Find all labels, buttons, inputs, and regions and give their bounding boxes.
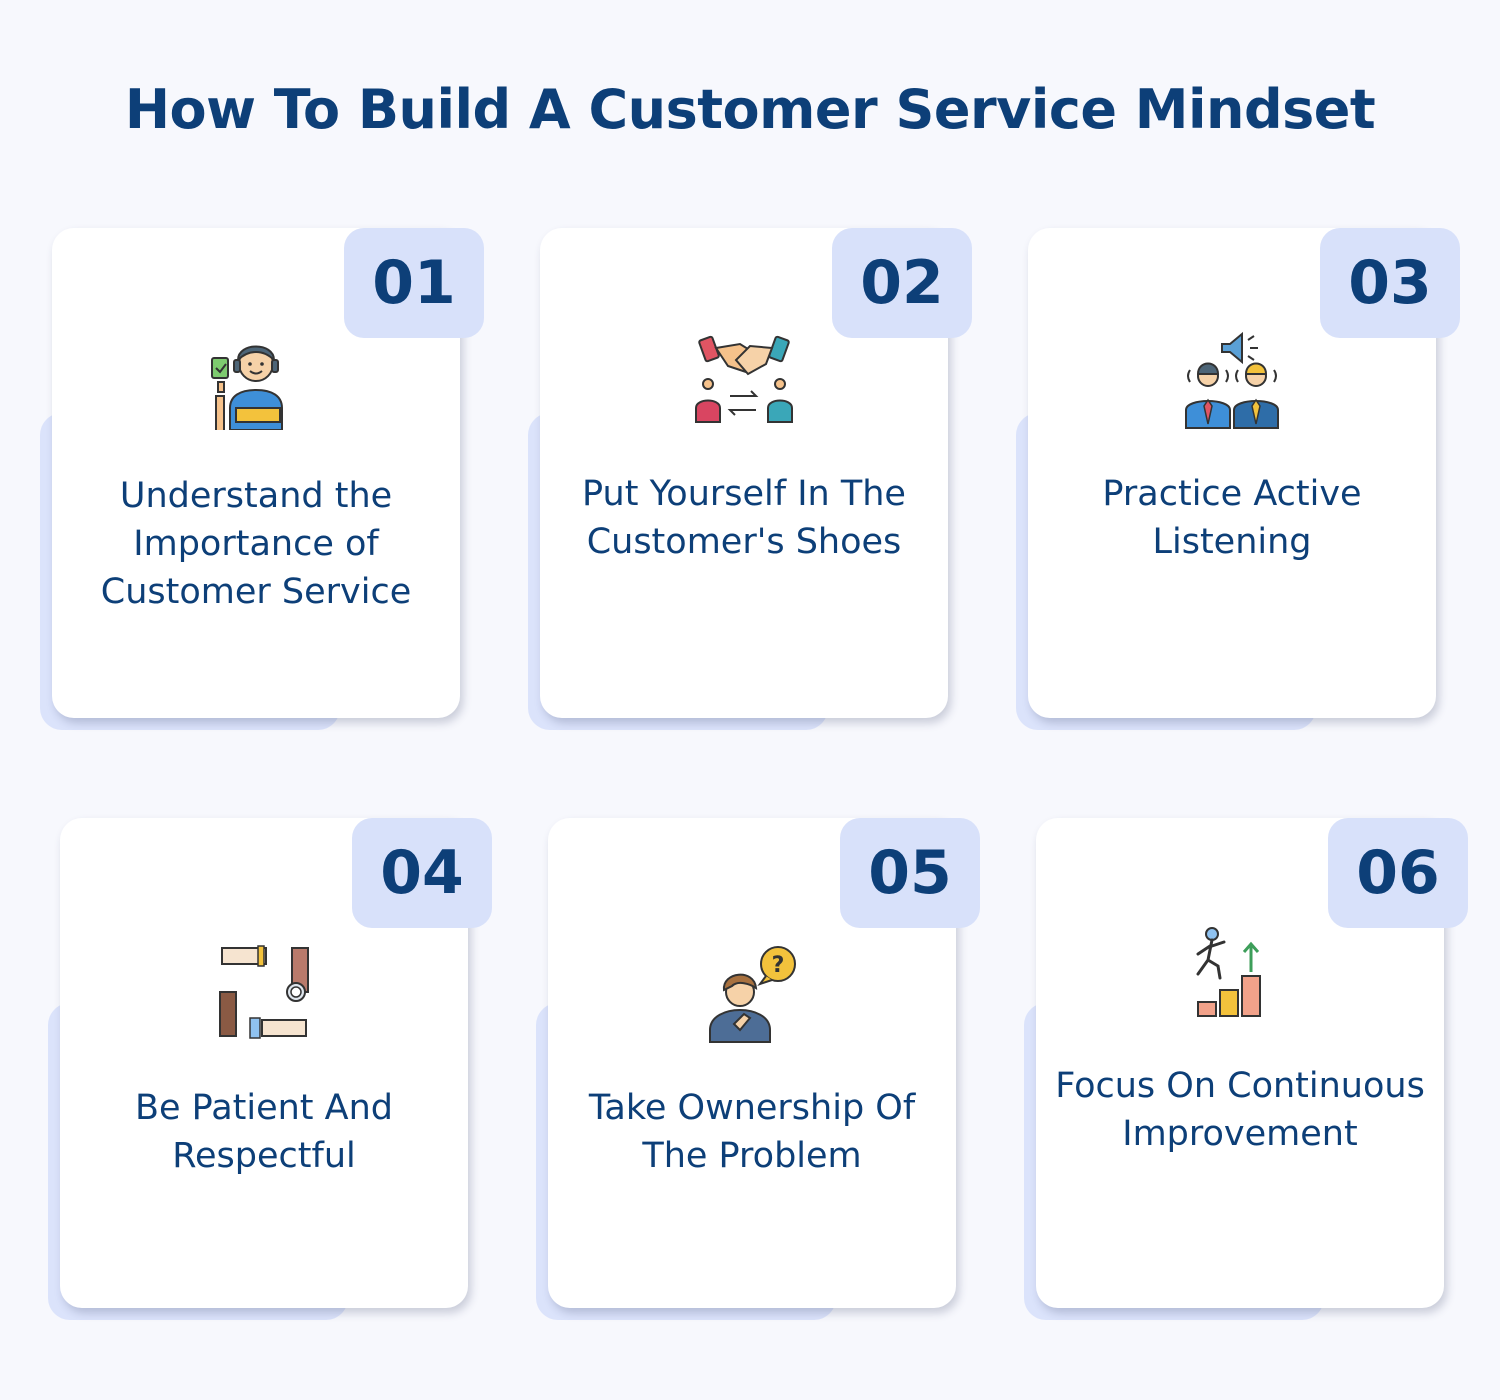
page-title: How To Build A Customer Service Mindset: [124, 78, 1376, 141]
step-title: Practice Active Listening: [1102, 474, 1362, 562]
step-number-badge: 06: [1328, 818, 1468, 928]
step-card-03: Practice Active Listening 03: [1016, 228, 1460, 730]
thinking-person-question-icon: ?: [709, 946, 796, 1043]
step-title: Focus On Continuous Improvement: [1055, 1066, 1425, 1154]
step-title: Put Yourself In The Customer's Shoes: [582, 474, 906, 562]
card-body: Put Yourself In The Customer's Shoes: [540, 228, 948, 718]
step-number-badge: 01: [344, 228, 484, 338]
step-card-05: ? Take Ownership Of The Problem 05: [536, 818, 980, 1320]
joined-hands-icon: [219, 945, 309, 1039]
step-number-badge: 05: [840, 818, 980, 928]
customer-service-agent-icon: [211, 345, 283, 430]
step-card-02: Put Yourself In The Customer's Shoes 02: [528, 228, 972, 730]
step-title: Understand the Importance of Customer Se…: [100, 476, 412, 612]
step-card-06: Focus On Continuous Improvement 06: [1024, 818, 1468, 1320]
step-card-04: Be Patient And Respectful 04: [48, 818, 492, 1320]
step-card-01: Understand the Importance of Customer Se…: [40, 228, 484, 730]
climbing-steps-icon: [1196, 927, 1261, 1017]
step-title: Take Ownership Of The Problem: [588, 1088, 916, 1176]
svg-text:?: ?: [772, 953, 785, 978]
step-number-badge: 04: [352, 818, 492, 928]
handshake-exchange-icon: [695, 335, 793, 423]
step-number-badge: 02: [832, 228, 972, 338]
people-listening-icon: [1185, 331, 1279, 429]
step-title: Be Patient And Respectful: [134, 1088, 393, 1176]
step-number-badge: 03: [1320, 228, 1460, 338]
